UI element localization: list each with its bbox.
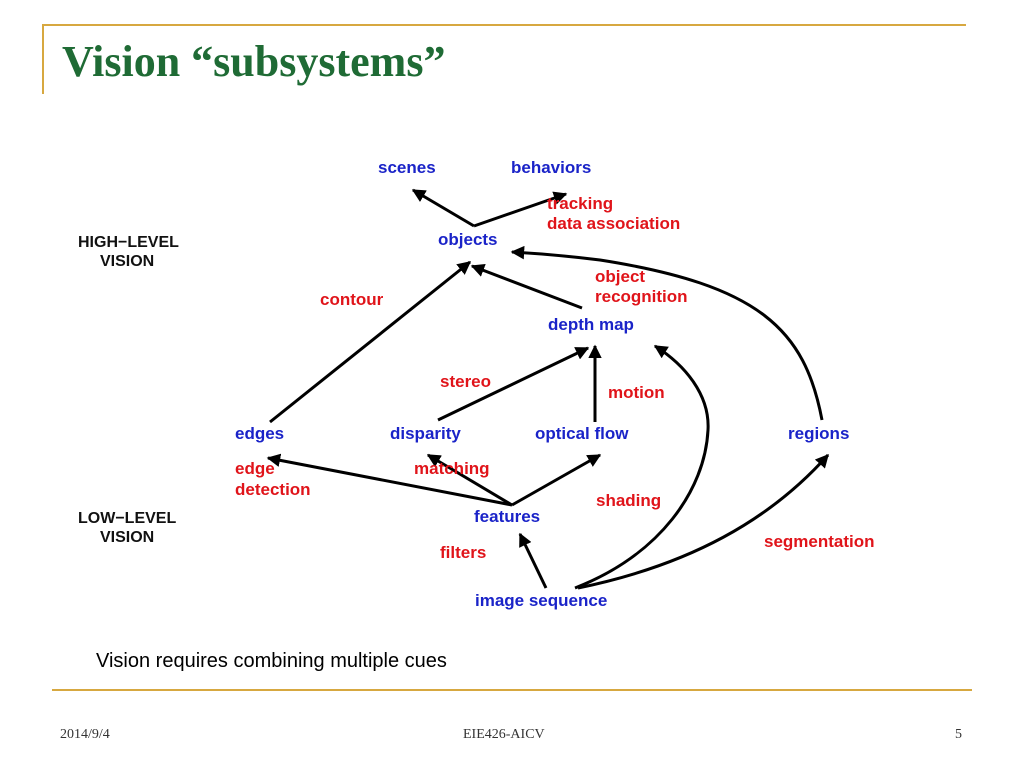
node-scenes: scenes <box>378 158 436 177</box>
high-level-label-2: VISION <box>100 253 154 270</box>
bottom-rule <box>52 689 972 691</box>
edge-edges-to-objects <box>269 260 472 424</box>
edge-depthmap-to-objects <box>470 264 583 310</box>
node-image-sequence: image sequence <box>475 591 607 610</box>
footer-date: 2014/9/4 <box>60 727 110 742</box>
edge-features-to-opticalflow <box>511 453 602 507</box>
edge-imageseq-to-regions <box>577 453 830 590</box>
proc-edge: edge <box>235 459 275 478</box>
top-rule <box>44 24 966 26</box>
footer-course: EIE426-AICV <box>463 727 545 742</box>
footer-page-number: 5 <box>955 727 962 742</box>
edge-features-to-edges <box>266 453 513 507</box>
proc-detection: detection <box>235 480 311 499</box>
edge-objects-to-behaviors <box>473 191 568 228</box>
edge-disparity-to-depthmap <box>437 346 590 422</box>
proc-shading: shading <box>596 491 661 510</box>
node-optical-flow: optical flow <box>535 424 629 443</box>
edge-features-to-disparity <box>426 453 513 507</box>
node-features: features <box>474 507 540 526</box>
proc-object: object <box>595 267 645 286</box>
proc-motion: motion <box>608 383 665 402</box>
slide-title: Vision “subsystems” <box>62 37 446 86</box>
node-objects: objects <box>438 230 498 249</box>
node-behaviors: behaviors <box>511 158 591 177</box>
low-level-label-2: VISION <box>100 529 154 546</box>
proc-filters: filters <box>440 543 486 562</box>
edge-regions-to-objects <box>510 245 824 421</box>
edge-imageseq-to-features <box>518 532 548 589</box>
proc-matching: matching <box>414 459 490 478</box>
proc-tracking: tracking <box>547 194 613 213</box>
low-level-label-1: LOW−LEVEL <box>78 510 176 527</box>
node-edges: edges <box>235 424 284 443</box>
node-regions: regions <box>788 424 849 443</box>
proc-contour: contour <box>320 290 384 309</box>
node-depth-map: depth map <box>548 315 634 334</box>
proc-recognition: recognition <box>595 287 688 306</box>
slide-caption: Vision requires combining multiple cues <box>96 650 447 672</box>
diagram-edges <box>266 188 830 590</box>
edge-objects-to-scenes <box>411 188 475 228</box>
proc-segmentation: segmentation <box>764 532 875 551</box>
proc-data-association: data association <box>547 214 680 233</box>
high-level-label-1: HIGH−LEVEL <box>78 234 179 251</box>
left-rule <box>42 24 44 94</box>
node-disparity: disparity <box>390 424 461 443</box>
proc-stereo: stereo <box>440 372 491 391</box>
edge-imageseq-to-depthmap-shading <box>574 344 710 590</box>
